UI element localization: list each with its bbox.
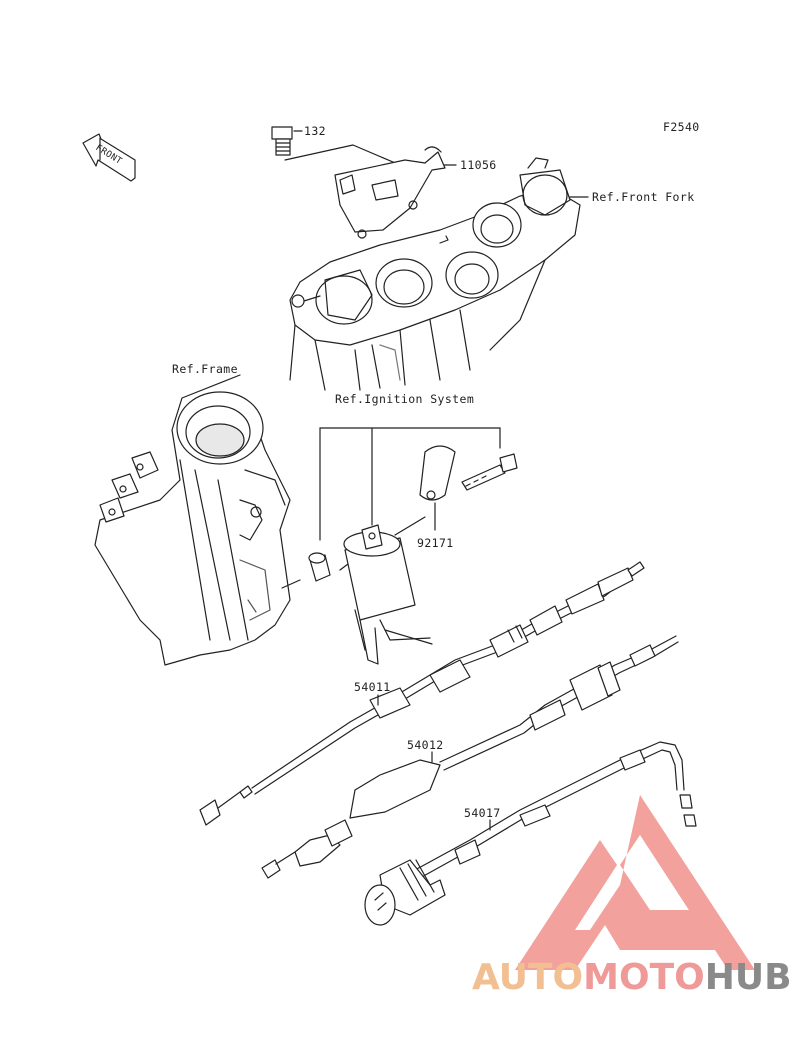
label-132: 132	[304, 124, 326, 138]
watermark-logo-icon	[515, 795, 755, 970]
cable-54012	[261, 635, 679, 879]
label-54017: 54017	[464, 806, 501, 820]
label-11056: 11056	[460, 158, 497, 172]
frame-section	[94, 374, 291, 666]
label-54011: 54011	[354, 680, 391, 694]
label-ref-front-fork: Ref.Front Fork	[592, 190, 695, 204]
front-arrow-icon	[82, 133, 136, 182]
long-bolt	[461, 453, 518, 491]
clamp-92171	[419, 445, 456, 531]
spacer-collar	[308, 552, 331, 582]
label-ref-ignition-system: Ref.Ignition System	[335, 392, 475, 406]
label-leaders	[377, 694, 491, 831]
ignition-coil	[343, 524, 433, 665]
bolt-132	[271, 126, 303, 156]
watermark-hub: HUB	[704, 957, 792, 998]
watermark-moto: MOTO	[583, 957, 705, 998]
cable-54011	[199, 561, 645, 826]
watermark-text: AUTOMOTOHUB	[472, 958, 792, 998]
label-54012: 54012	[407, 738, 444, 752]
label-92171: 92171	[417, 536, 454, 550]
label-ref-frame: Ref.Frame	[172, 362, 238, 376]
cable-54017	[364, 741, 697, 926]
bracket-11056	[334, 146, 446, 239]
watermark-auto: AUTO	[472, 957, 584, 998]
ignition-leader-lines	[281, 427, 501, 589]
figure-code: F2540	[663, 120, 700, 134]
upper-triple-clamp	[289, 157, 581, 391]
